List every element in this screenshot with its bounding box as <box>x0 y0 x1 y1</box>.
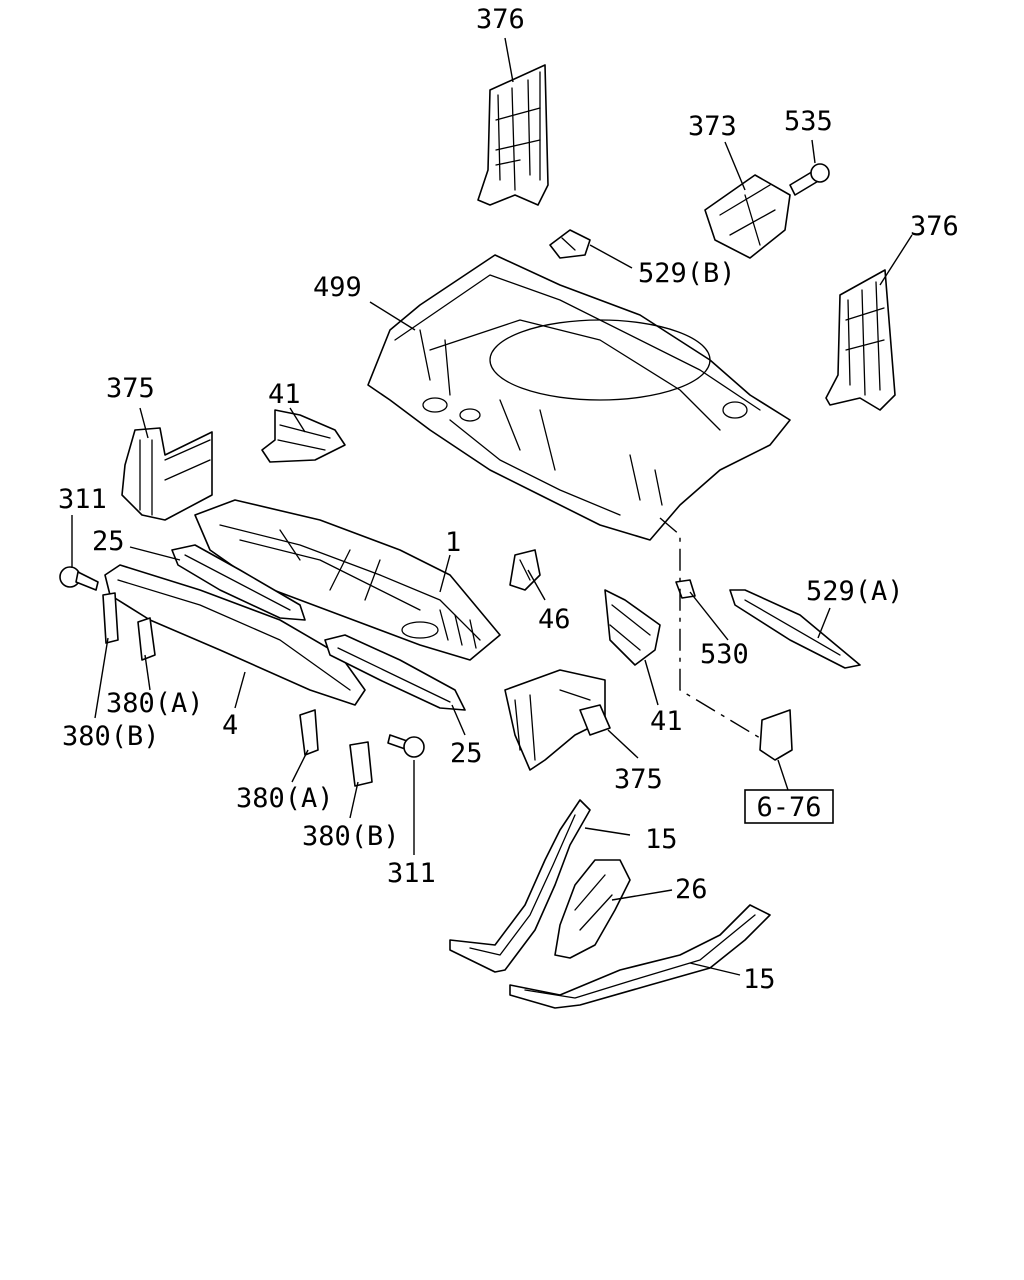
part-311-left <box>59 566 99 591</box>
part-375-bottom <box>504 669 611 771</box>
part-376-right <box>825 269 896 411</box>
leader-lines <box>71 37 913 976</box>
part-375-left <box>121 427 213 521</box>
part-311-mid <box>387 734 425 758</box>
label-380a-mid: 380(A) <box>236 783 334 814</box>
label-375-left: 375 <box>106 373 155 404</box>
part-15-left-rail <box>449 799 591 973</box>
label-46: 46 <box>538 604 571 635</box>
part-41-top <box>261 409 346 463</box>
label-376-top: 376 <box>476 4 525 35</box>
part-380b-mid <box>349 741 373 787</box>
part-1-front-floor <box>194 499 501 661</box>
reference-box-text: 6-76 <box>756 792 821 823</box>
label-25-left: 25 <box>92 526 125 557</box>
label-380b-mid: 380(B) <box>302 821 400 852</box>
label-529a: 529(A) <box>806 576 904 607</box>
part-380b-left <box>102 592 119 644</box>
label-15-top: 15 <box>645 824 678 855</box>
part-529a <box>729 589 861 669</box>
part-46 <box>509 549 541 591</box>
part-535-bolt <box>789 163 830 196</box>
label-15-bottom: 15 <box>743 964 776 995</box>
part-499-rear-floor <box>367 254 791 541</box>
part-15-right-rail <box>509 904 771 1009</box>
label-1: 1 <box>445 527 461 558</box>
part-reference-panel <box>759 709 793 761</box>
label-4: 4 <box>222 710 238 741</box>
label-26: 26 <box>675 874 708 905</box>
label-530: 530 <box>700 639 749 670</box>
label-380a-left: 380(A) <box>106 688 204 719</box>
part-4-rail <box>104 564 366 706</box>
part-25-left <box>171 544 306 621</box>
label-380b-left: 380(B) <box>62 721 160 752</box>
part-380a-left <box>137 617 156 661</box>
label-41-top: 41 <box>268 379 301 410</box>
reference-box <box>744 789 834 824</box>
label-311-mid: 311 <box>387 858 436 889</box>
label-376-right: 376 <box>910 211 959 242</box>
reference-line <box>659 517 761 739</box>
part-41-bottom <box>604 589 661 666</box>
label-499: 499 <box>313 272 362 303</box>
part-376-top <box>477 64 549 206</box>
label-373: 373 <box>688 111 737 142</box>
part-380a-mid <box>299 709 319 756</box>
label-375-bottom: 375 <box>614 764 663 795</box>
label-311-left: 311 <box>58 484 107 515</box>
part-373 <box>704 174 791 259</box>
label-529b: 529(B) <box>638 258 736 289</box>
label-535: 535 <box>784 106 833 137</box>
label-41-bottom: 41 <box>650 706 683 737</box>
part-25-right <box>324 634 466 711</box>
part-26-mount <box>554 859 631 959</box>
label-25-right: 25 <box>450 738 483 769</box>
part-529b <box>549 229 591 259</box>
